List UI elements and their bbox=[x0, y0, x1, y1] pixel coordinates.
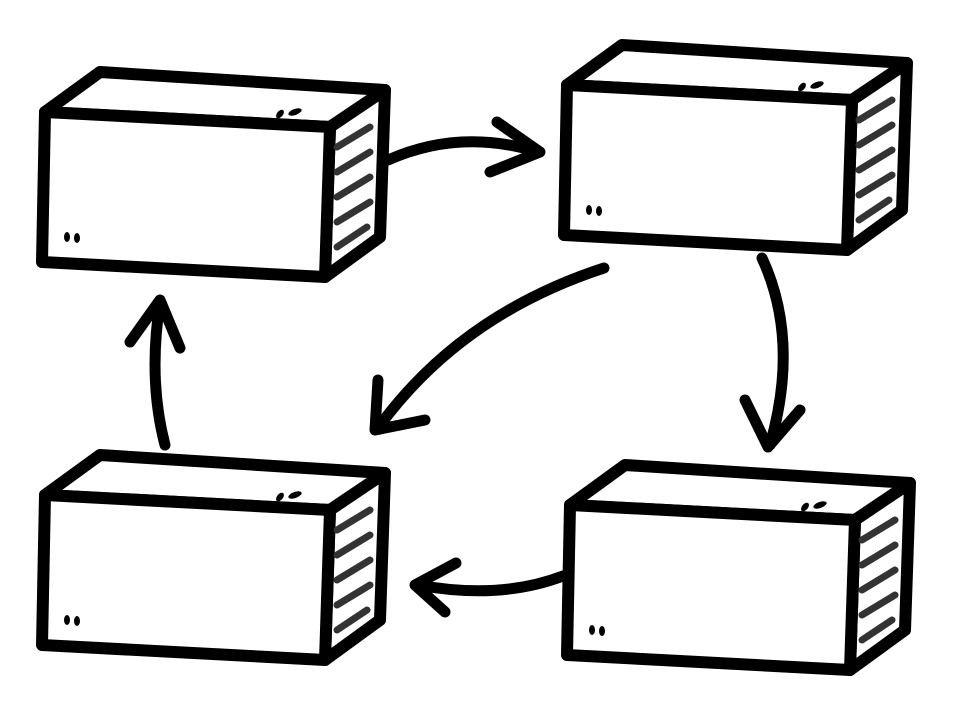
box-top-right bbox=[564, 45, 907, 250]
arrow-bottom-left-to-top-left bbox=[124, 294, 186, 451]
box-top-left bbox=[42, 72, 385, 277]
arrow-top-right-to-bottom-right bbox=[739, 252, 806, 453]
box-bottom-right bbox=[567, 465, 910, 670]
box-bottom-left bbox=[42, 455, 385, 660]
arrow-top-left-to-top-right bbox=[382, 116, 546, 178]
arrow-top-right-to-bottom-left bbox=[369, 262, 610, 436]
arrow-bottom-right-to-bottom-left bbox=[409, 557, 569, 618]
